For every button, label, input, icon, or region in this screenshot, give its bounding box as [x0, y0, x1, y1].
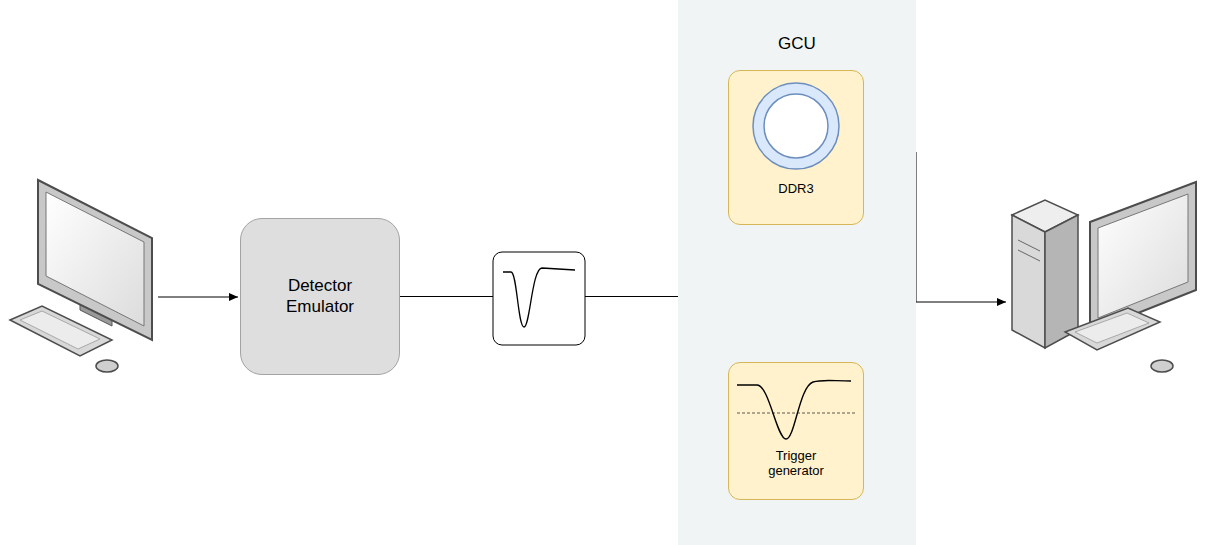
node-label: GCU — [778, 34, 816, 54]
group-panel: GCU DDR3Trigger generator — [678, 0, 916, 545]
node-label: Detector Emulator — [265, 276, 375, 317]
process-box: Detector Emulator — [240, 218, 400, 375]
input-line — [158, 297, 238, 298]
ring-symbol — [729, 71, 865, 226]
trigger-box: Trigger generator — [728, 362, 864, 500]
pulse-threshold-symbol — [729, 363, 865, 501]
node-label: DDR3 — [778, 181, 813, 197]
computer-icon — [1012, 182, 1196, 372]
pulse-symbol — [493, 252, 585, 345]
memory-box: DDR3 — [728, 70, 864, 225]
computer-icon — [10, 180, 152, 372]
node-label: Trigger generator — [756, 448, 836, 479]
